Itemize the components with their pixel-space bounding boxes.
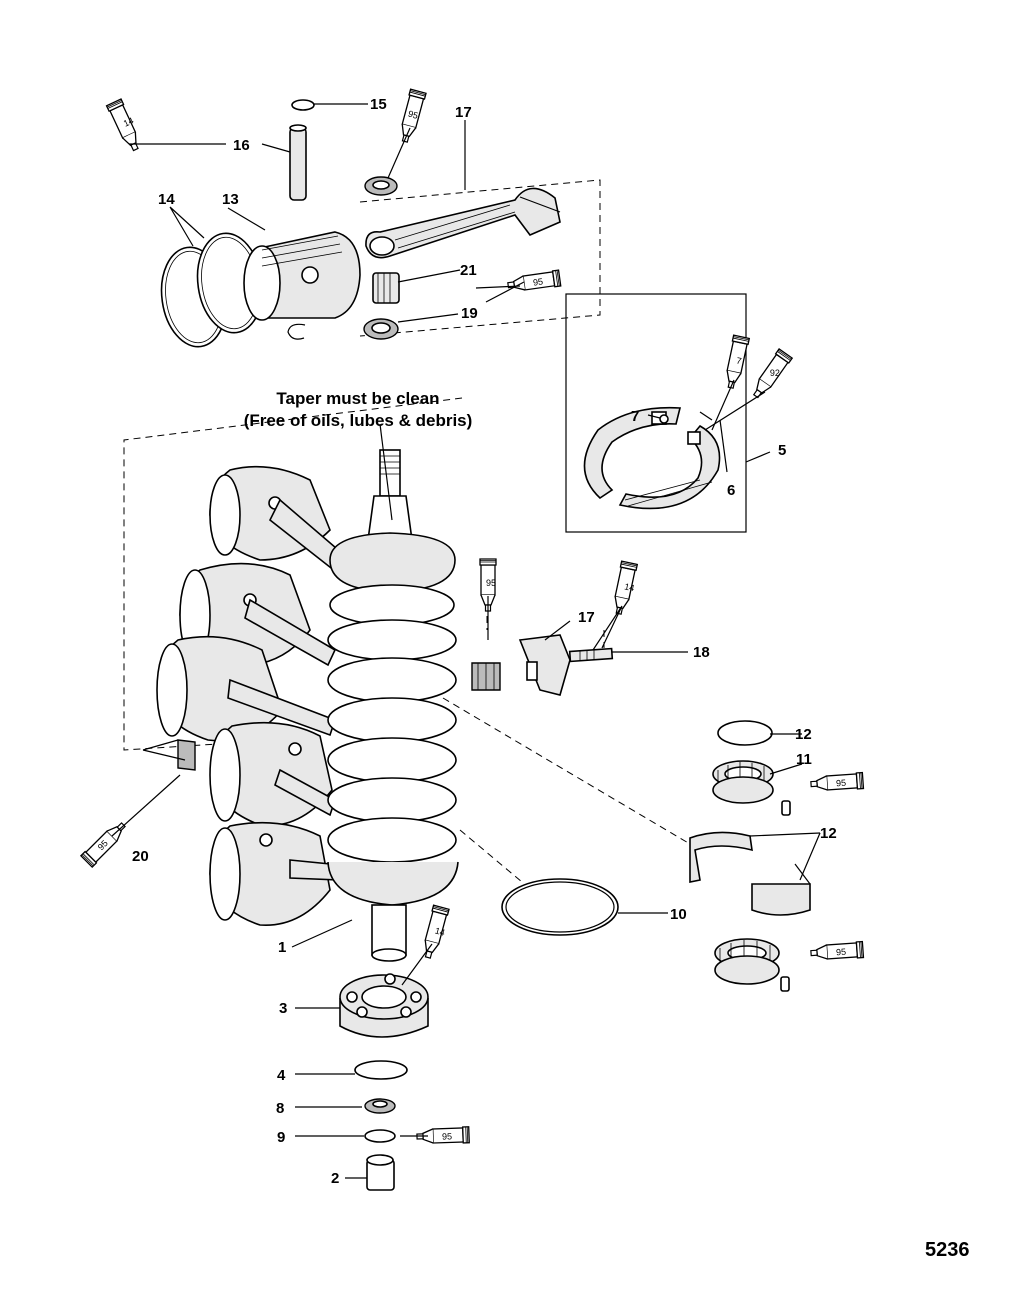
callout-4: 4 [277, 1067, 286, 1084]
callout-9: 9 [277, 1129, 285, 1146]
bearing-cage-mid [471, 662, 501, 691]
lube-tube-95b: 95 [506, 269, 562, 294]
taper-note-line2: (Free of oils, lubes & debris) [244, 411, 473, 430]
callout-19: 19 [461, 305, 478, 322]
wrist-pin [289, 124, 307, 201]
lube-tube-95d: 95 [809, 771, 865, 793]
bearing-race-half-12a [689, 831, 753, 883]
callout-21: 21 [460, 262, 477, 279]
callout-2: 2 [331, 1170, 339, 1187]
callout-6: 6 [727, 482, 735, 499]
lower-parts-group [339, 973, 429, 1191]
svg-text:95: 95 [532, 276, 543, 287]
callout-12-upper: 12 [795, 726, 812, 743]
svg-text:95: 95 [836, 947, 847, 958]
roller-bearing-11-upper [712, 760, 774, 804]
callout-14: 14 [158, 191, 175, 208]
svg-text:14: 14 [434, 926, 446, 938]
rod-cap-17 [518, 634, 571, 696]
callout-16: 16 [233, 137, 250, 154]
svg-text:95: 95 [442, 1131, 452, 1141]
taper-note-line1: Taper must be clean [276, 389, 439, 408]
piston-rod-assembly-group [160, 99, 601, 348]
svg-text:95: 95 [407, 109, 419, 121]
seal-ring-halves [583, 406, 721, 510]
seal-screw-6 [699, 411, 713, 421]
bearing-cage-left-20 [177, 739, 196, 771]
seal-carrier-group [565, 293, 747, 533]
connecting-rod [365, 187, 561, 259]
lube-tube-95g: 95 [416, 1126, 470, 1146]
retaining-ring-bottom [287, 323, 306, 340]
callout-3: 3 [279, 1000, 287, 1017]
crankshaft [327, 449, 459, 962]
lube-tube-95f: 95 [809, 940, 865, 962]
piston [243, 231, 361, 321]
large-retaining-ring-10 [501, 878, 619, 936]
lube-tube-14a: 14 [105, 98, 144, 154]
retaining-ring-top [291, 99, 315, 111]
svg-text:95: 95 [836, 778, 847, 789]
taper-note: Taper must be clean (Free of oils, lubes… [244, 389, 473, 430]
sleeve-2 [366, 1154, 395, 1191]
svg-text:7: 7 [735, 355, 742, 366]
right-bearing-parts-group [501, 720, 811, 992]
piston-left-5 [209, 821, 331, 926]
seal-8 [364, 1098, 396, 1114]
callout-18: 18 [693, 644, 710, 661]
callout-17-mid: 17 [578, 609, 595, 626]
crankshaft-assembly-group [123, 397, 691, 962]
o-ring-9 [364, 1129, 396, 1143]
roller-bearing-lower [714, 938, 780, 985]
callout-20: 20 [132, 848, 149, 865]
callout-5: 5 [778, 442, 786, 459]
callout-7: 7 [631, 408, 639, 425]
callout-11: 11 [796, 751, 812, 768]
svg-text:14: 14 [623, 581, 635, 593]
ball-bearing-3 [339, 973, 429, 1038]
dowel-pin-lower [780, 976, 790, 992]
dowel-pin-upper [781, 800, 791, 816]
svg-text:92: 92 [770, 368, 780, 378]
figure-number: 5236 [925, 1239, 970, 1261]
seal-nut-7 [659, 414, 669, 424]
callout-numbers: 1 2 3 4 5 6 7 8 9 10 11 12 12 13 14 14 1… [132, 96, 837, 1187]
snap-ring-4 [354, 1060, 408, 1080]
bearing-race-half-12b [751, 863, 811, 916]
lube-tube-7: 7 [722, 334, 750, 390]
retaining-ring-12-upper [717, 720, 773, 746]
lube-tube-14c: 14 [419, 904, 450, 961]
lube-tube-95c: 95 [479, 558, 497, 612]
callout-12-lower: 12 [820, 825, 837, 842]
lubricant-tubes: 14 95 95 7 92 95 14 95 [80, 88, 865, 1146]
callout-17-top: 17 [455, 104, 472, 121]
thrust-washer-lower [363, 318, 399, 340]
piston-left-3 [156, 635, 283, 742]
lube-tube-95a: 95 [396, 88, 427, 145]
thrust-washer-upper [364, 176, 398, 196]
piston-left-4 [209, 721, 333, 827]
callout-13: 13 [222, 191, 239, 208]
callout-1: 1 [278, 939, 286, 956]
lube-tube-92: 92 [748, 348, 793, 402]
callout-8: 8 [276, 1100, 284, 1117]
callout-10: 10 [670, 906, 687, 923]
leader-lines [111, 103, 821, 1179]
lube-tube-95e: 95 [80, 818, 130, 868]
svg-text:14: 14 [122, 115, 135, 128]
rod-bolt-18 [568, 647, 614, 663]
needle-bearing-21 [372, 272, 400, 304]
lube-tube-14b: 14 [610, 560, 638, 616]
svg-text:95: 95 [486, 578, 496, 588]
callout-15: 15 [370, 96, 387, 113]
